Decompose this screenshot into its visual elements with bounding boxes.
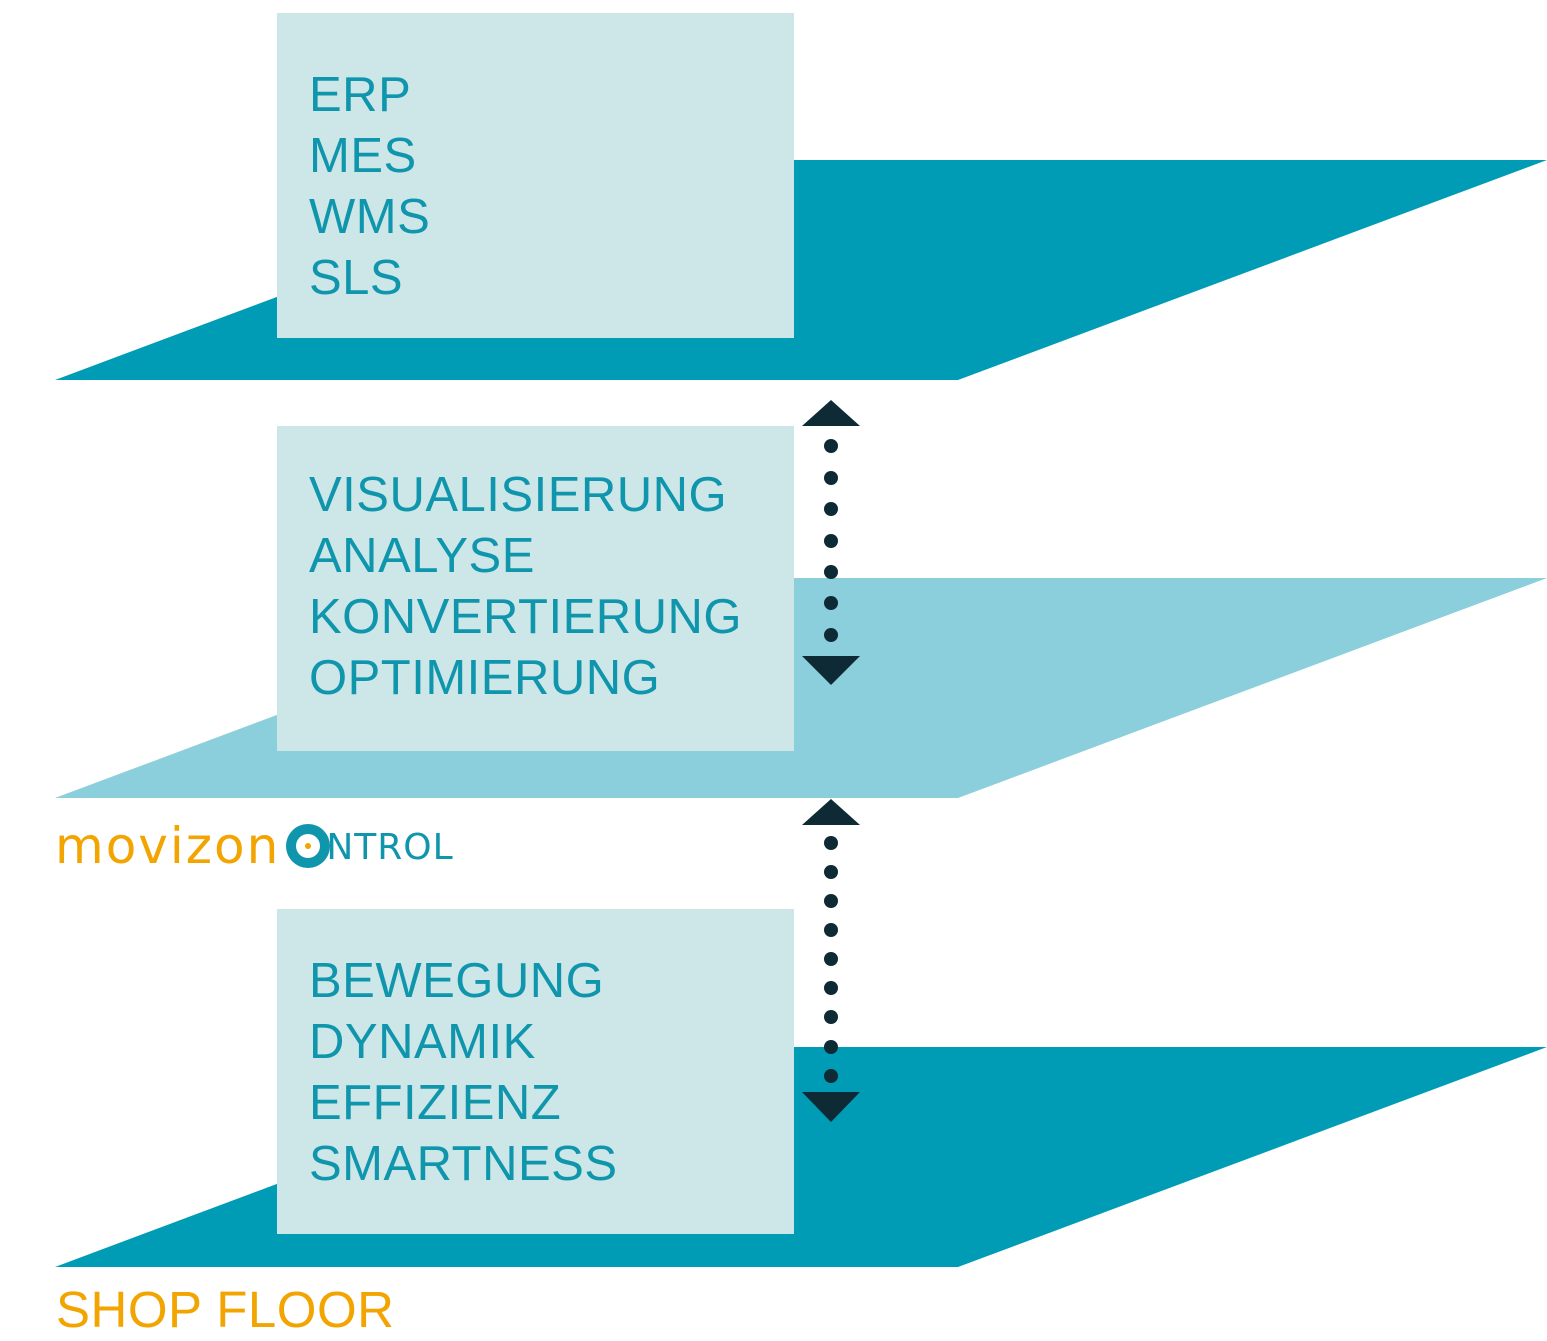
top-layer-item: MES — [309, 129, 417, 183]
middle-layer-item: VISUALISIERUNG — [309, 468, 728, 522]
top-layer-item: ERP — [309, 68, 412, 122]
bottom-layer-item: EFFIZIENZ — [309, 1076, 562, 1130]
logo-text-movizon: movizon — [55, 817, 281, 875]
middle-layer-item: ANALYSE — [309, 529, 535, 583]
lower-bidirectional-arrow-icon — [802, 799, 860, 1122]
bottom-layer-box: BEWEGUNG DYNAMIK EFFIZIENZ SMARTNESS — [277, 909, 794, 1234]
top-layer-box: ERP MES WMS SLS — [277, 13, 794, 338]
shop-floor-label: SHOP FLOOR — [56, 1281, 395, 1338]
logo-ring-icon — [286, 824, 331, 868]
middle-layer-item: OPTIMIERUNG — [309, 651, 661, 705]
top-layer-item: SLS — [309, 251, 404, 305]
upper-bidirectional-arrow-icon — [802, 400, 860, 685]
bottom-layer-item: SMARTNESS — [309, 1137, 618, 1191]
bottom-layer-item: BEWEGUNG — [309, 954, 605, 1008]
middle-layer-item: KONVERTIERUNG — [309, 590, 743, 644]
top-layer-item: WMS — [309, 190, 431, 244]
movizon-control-logo: movizon NTROL — [55, 818, 454, 874]
bottom-layer-item: DYNAMIK — [309, 1015, 536, 1069]
logo-text-control: NTROL — [326, 827, 454, 868]
middle-layer-box: VISUALISIERUNG ANALYSE KONVERTIERUNG OPT… — [277, 426, 794, 751]
